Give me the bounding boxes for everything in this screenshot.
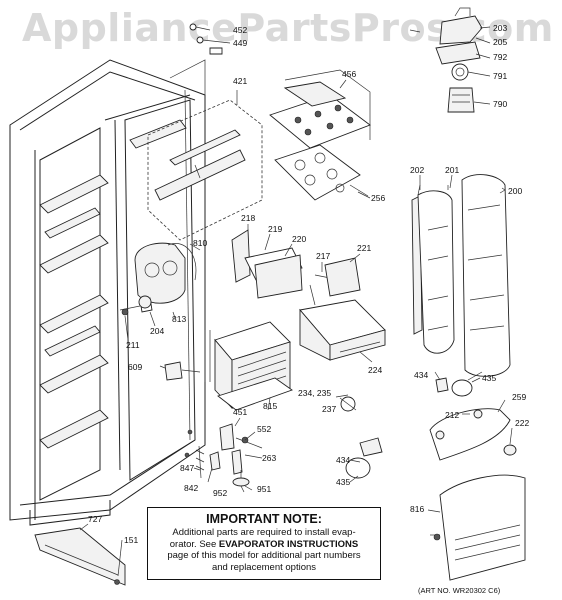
part-label: 842 xyxy=(184,483,198,493)
part-label: 952 xyxy=(213,488,227,498)
lower-center-parts xyxy=(195,423,263,487)
evaporator-815 xyxy=(164,321,293,411)
part-label: 727 xyxy=(88,514,102,524)
part-label: 237 xyxy=(322,404,336,414)
seal-256 xyxy=(274,144,369,201)
part-label: 815 xyxy=(263,401,277,411)
part-label: 212 xyxy=(445,410,459,420)
note-title: IMPORTANT NOTE: xyxy=(206,512,322,526)
part-label: 201 xyxy=(445,165,459,175)
part-label: 234, 235 xyxy=(298,388,331,398)
part-label: 792 xyxy=(493,52,507,62)
part-label: 219 xyxy=(268,224,282,234)
part-label: 204 xyxy=(150,326,164,336)
important-note-box: IMPORTANT NOTE: Additional parts are req… xyxy=(147,507,381,580)
part-label: 847 xyxy=(180,463,194,473)
part-label: 452 xyxy=(233,25,247,35)
cabinet-liner xyxy=(9,59,206,526)
part-label: 435 xyxy=(336,477,350,487)
part-label: 810 xyxy=(193,238,207,248)
part-label: 434 xyxy=(336,455,350,465)
ice-bucket-224 xyxy=(299,299,386,361)
part-label: 790 xyxy=(493,99,507,109)
part-label: 816 xyxy=(410,504,424,514)
part-label: 813 xyxy=(172,314,186,324)
part-label: 449 xyxy=(233,38,247,48)
lamp-assembly-right xyxy=(429,371,517,461)
cover-816 xyxy=(430,474,526,581)
part-label: 217 xyxy=(316,251,330,261)
part-label: 224 xyxy=(368,365,382,375)
note-body: Additional parts are required to install… xyxy=(148,527,380,573)
part-label: 151 xyxy=(124,535,138,545)
control-cover-421 xyxy=(147,90,263,241)
parts-234-237 xyxy=(335,394,357,412)
part-label: 263 xyxy=(262,453,276,463)
note-line-2-prefix: orator. See xyxy=(169,538,219,550)
part-label: 211 xyxy=(126,340,140,350)
note-line-1: Additional parts are required to install… xyxy=(172,527,356,538)
part-label: 791 xyxy=(493,71,507,81)
note-line-3: page of this model for additional part n… xyxy=(167,550,361,561)
part-label: 218 xyxy=(241,213,255,223)
part-label: 200 xyxy=(508,186,522,196)
top-screws xyxy=(189,23,231,55)
part-label: 456 xyxy=(342,69,356,79)
part-label: 202 xyxy=(410,165,424,175)
part-label: 451 xyxy=(233,407,247,417)
grille-727 xyxy=(34,527,126,586)
door-panels xyxy=(411,174,511,377)
part-label: 256 xyxy=(371,193,385,203)
part-label: 205 xyxy=(493,37,507,47)
part-label: 552 xyxy=(257,424,271,434)
leader-lines xyxy=(79,26,513,577)
note-line-4: and replacement options xyxy=(211,561,317,573)
ice-parts-218-221 xyxy=(231,229,361,306)
part-label: 609 xyxy=(128,362,142,372)
lid-456 xyxy=(269,69,371,149)
part-label: 951 xyxy=(257,484,271,494)
part-labels: 203 205 792 791 790 449 452 421 456 256 … xyxy=(88,23,529,545)
art-number: (ART NO. WR20302 C6) xyxy=(418,586,501,595)
part-label: 259 xyxy=(512,392,526,402)
fan-parts-204-211 xyxy=(119,295,152,316)
part-label: 435 xyxy=(482,373,496,383)
part-label: 421 xyxy=(233,76,247,86)
lamp-lower xyxy=(345,437,383,479)
water-filter-assembly xyxy=(409,7,483,113)
part-label: 220 xyxy=(292,234,306,244)
note-evaporator-instructions: EVAPORATOR INSTRUCTIONS xyxy=(218,538,359,550)
part-label: 222 xyxy=(515,418,529,428)
part-label: 221 xyxy=(357,243,371,253)
part-label: 203 xyxy=(493,23,507,33)
part-label: 434 xyxy=(414,370,428,380)
